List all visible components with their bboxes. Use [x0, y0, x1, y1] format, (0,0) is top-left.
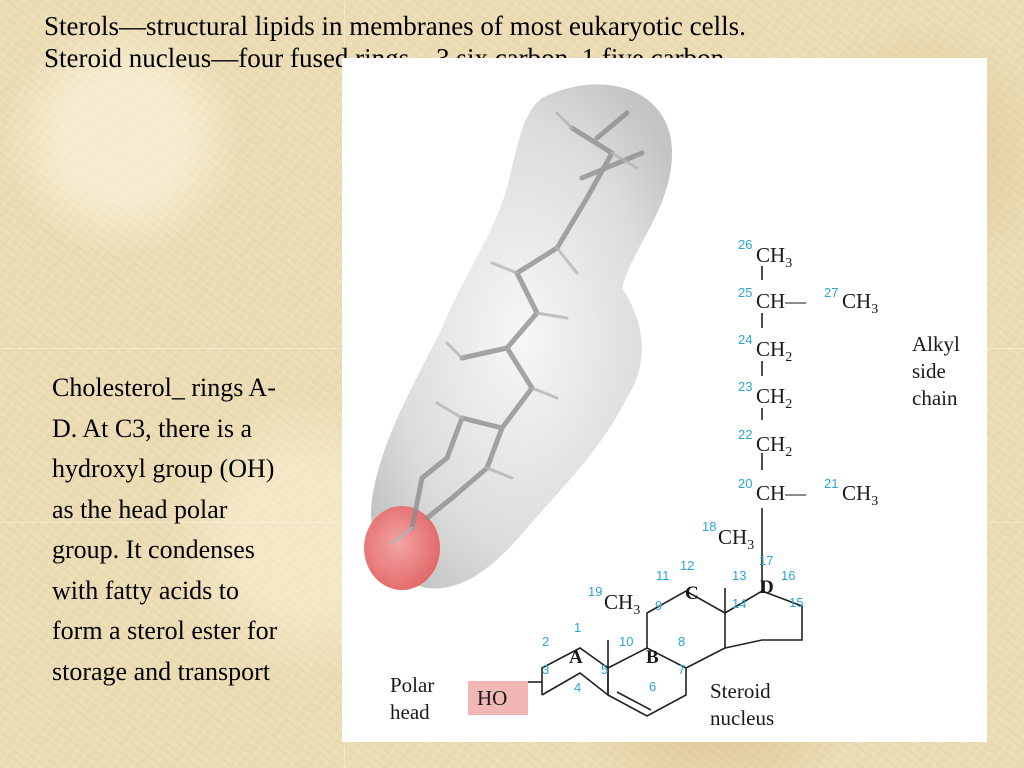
svg-text:10: 10 [619, 634, 633, 649]
svg-text:11: 11 [656, 568, 670, 583]
svg-text:17: 17 [759, 553, 773, 568]
molecule-surface-model [364, 84, 672, 590]
oxygen-surface [364, 506, 440, 590]
body-line: Cholesterol_ rings A- [52, 373, 276, 402]
svg-text:CH2: CH2 [756, 337, 792, 365]
svg-text:26: 26 [738, 237, 752, 252]
side-chain-c20: 20 CH— 21 CH3 [738, 476, 878, 509]
svg-text:23: 23 [738, 379, 752, 394]
steroid-rings [528, 266, 803, 717]
svg-text:CH—: CH— [756, 481, 807, 505]
alkyl-side-chain: 26 CH3 25 CH— 27 CH3 24 CH2 23 CH2 22 CH… [738, 237, 878, 509]
carbon-numbers: 1 2 3 4 5 6 7 8 9 10 11 12 13 14 15 16 1… [542, 553, 803, 695]
svg-text:16: 16 [781, 568, 795, 583]
polar-label-line-2: head [390, 700, 430, 724]
svg-text:7: 7 [678, 662, 685, 677]
alkyl-label-line-2: side [912, 359, 946, 383]
svg-text:24: 24 [738, 332, 752, 347]
side-chain-c26: 26 CH3 [738, 237, 792, 271]
alkyl-label-line-3: chain [912, 386, 958, 410]
svg-text:19: 19 [588, 584, 602, 599]
svg-text:20: 20 [738, 476, 752, 491]
polar-label-line-1: Polar [390, 673, 434, 697]
ring-d [724, 590, 803, 649]
svg-text:18: 18 [702, 519, 716, 534]
svg-text:6: 6 [649, 679, 656, 694]
methyl-19: 19 CH3 [588, 584, 640, 618]
svg-text:21: 21 [824, 476, 838, 491]
ring-label-c: C [685, 583, 699, 604]
svg-text:1: 1 [574, 620, 581, 635]
svg-text:CH3: CH3 [604, 590, 640, 618]
svg-text:CH2: CH2 [756, 432, 792, 460]
svg-text:4: 4 [574, 680, 581, 695]
hydrogen-sticks [390, 111, 639, 545]
cholesterol-figure: A B C D 1 2 3 4 5 6 7 8 9 10 11 12 13 14… [342, 58, 987, 742]
side-chain-c25: 25 CH— 27 CH3 [738, 285, 878, 317]
svg-text:14: 14 [732, 596, 746, 611]
nucleus-label-line-1: Steroid [710, 679, 771, 703]
svg-text:3: 3 [542, 662, 549, 677]
body-line: storage and transport [52, 656, 271, 686]
svg-text:CH3: CH3 [842, 289, 878, 317]
svg-text:CH2: CH2 [756, 384, 792, 412]
body-line: form a sterol ester for [52, 616, 278, 645]
ring-label-b: B [646, 647, 659, 668]
heading-line-1: Sterols—structural lipids in membranes o… [44, 11, 746, 41]
ring-label-a: A [569, 647, 583, 668]
nucleus-label-line-2: nucleus [710, 706, 774, 730]
svg-text:22: 22 [738, 427, 752, 442]
svg-text:5: 5 [601, 662, 608, 677]
ring-c [646, 590, 726, 669]
body-line: with fatty acids to [52, 575, 240, 605]
body-line: group. It condenses [52, 535, 255, 564]
svg-text:27: 27 [824, 285, 838, 300]
svg-text:CH3: CH3 [718, 525, 754, 553]
cholesterol-description: Cholesterol_ rings A- D. At C3, there is… [52, 368, 352, 692]
svg-text:12: 12 [680, 558, 694, 573]
stick-bonds [409, 110, 645, 531]
ho-highlight [468, 681, 528, 715]
cholesterol-diagram: A B C D 1 2 3 4 5 6 7 8 9 10 11 12 13 14… [364, 84, 960, 730]
svg-text:13: 13 [732, 568, 746, 583]
svg-text:CH—: CH— [756, 289, 807, 313]
svg-text:25: 25 [738, 285, 752, 300]
side-chain-c23: 23 CH2 [738, 379, 792, 412]
svg-text:2: 2 [542, 634, 549, 649]
double-bond-5-6 [616, 691, 652, 711]
alkyl-label-line-1: Alkyl [912, 332, 960, 356]
body-line: D. At C3, there is a [52, 413, 253, 443]
body-line: as the head polar [52, 494, 228, 524]
svg-text:8: 8 [678, 634, 685, 649]
ring-label-d: D [760, 577, 774, 598]
body-line: hydroxyl group (OH) [52, 454, 275, 483]
svg-text:15: 15 [789, 595, 803, 610]
methyl-18: 18 CH3 [702, 519, 754, 553]
vdw-surface [371, 84, 672, 589]
svg-text:CH3: CH3 [842, 481, 878, 509]
svg-text:CH3: CH3 [756, 243, 792, 271]
svg-text:9: 9 [655, 598, 662, 613]
hydroxyl-group: HO [477, 686, 507, 710]
side-chain-c24: 24 CH2 [738, 332, 792, 365]
side-chain-c22: 22 CH2 [738, 427, 792, 460]
